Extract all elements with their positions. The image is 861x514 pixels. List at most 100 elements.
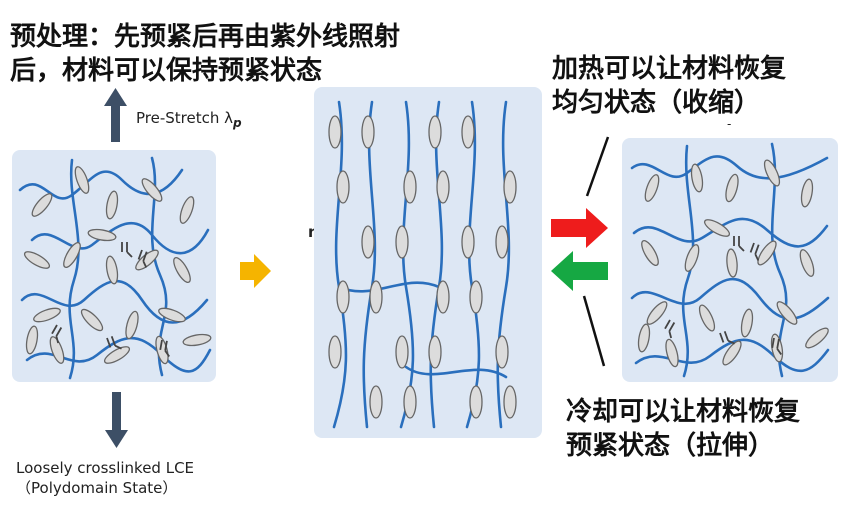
- preprocess-line-2: 后，材料可以保持预紧状态: [10, 56, 323, 86]
- mesogen: [49, 336, 65, 364]
- mesogen: [740, 308, 754, 338]
- crosslinker: [733, 236, 745, 252]
- mesogen: [690, 163, 704, 193]
- mesogen: [469, 385, 483, 419]
- mesogen: [641, 239, 659, 267]
- polydomain-line-1: Loosely crosslinked LCE: [16, 459, 195, 477]
- crosslinker: [106, 335, 122, 350]
- mesogen: [141, 178, 163, 202]
- mesogen: [725, 173, 739, 203]
- mesogen: [182, 333, 212, 347]
- mesogen: [644, 174, 660, 202]
- heating-annotation: 加热可以让材料恢复 均匀状态（收缩）: [552, 52, 786, 120]
- preprocess-line-1: 预处理：先预紧后再由紫外线照射: [10, 22, 401, 52]
- mesogen: [800, 178, 814, 208]
- mesogen: [805, 327, 829, 349]
- pre-stretch-label: Pre-Stretch λp: [136, 109, 242, 130]
- mesogen: [503, 170, 517, 204]
- mesogen: [726, 248, 738, 278]
- heating-pointer-line: [585, 136, 610, 197]
- crosslinker: [664, 319, 676, 339]
- mesogen: [461, 115, 475, 149]
- mesogen: [703, 219, 731, 237]
- heating-line-2: 均匀状态（收缩）: [552, 88, 761, 118]
- up-arrow: [104, 88, 127, 142]
- mesogen: [436, 280, 450, 314]
- programmed-network-panel: [622, 138, 838, 382]
- polymer-chain: [30, 222, 210, 255]
- polymer-chain: [404, 365, 508, 379]
- mesogen: [684, 244, 700, 272]
- mesogen: [637, 323, 651, 353]
- mesogen: [757, 240, 777, 266]
- crosslinker: [137, 249, 148, 268]
- mesogen: [25, 325, 39, 355]
- polymer-chain: [496, 100, 511, 429]
- mesogen: [105, 190, 119, 220]
- mesogen: [155, 335, 169, 365]
- mesogen: [369, 385, 383, 419]
- cooling-line-2: 预紧状态（拉伸）: [566, 431, 775, 461]
- mesogen: [799, 249, 815, 277]
- mesogen: [361, 225, 375, 259]
- polymer-chain: [68, 158, 80, 380]
- mesogen: [74, 166, 90, 194]
- partial-dash: -: [727, 117, 732, 131]
- mesogen: [763, 159, 781, 187]
- mesogen: [395, 225, 409, 259]
- mesogen: [776, 301, 798, 325]
- mesogen: [428, 335, 442, 369]
- mesogen: [80, 308, 104, 332]
- down-arrow: [105, 392, 128, 448]
- polymer-chain: [399, 100, 415, 429]
- yellow-arrow: [240, 254, 271, 288]
- mesogen: [63, 241, 81, 269]
- mesogen: [698, 304, 716, 332]
- cooling-annotation: 冷却可以让材料恢复 预紧状态（拉伸）: [566, 395, 800, 463]
- crosslinker: [51, 324, 63, 344]
- polydomain-line-2: （Polydomain State）: [16, 479, 178, 497]
- cooling-pointer-line: [582, 295, 606, 367]
- stretched-network: [328, 100, 517, 429]
- mesogen: [403, 385, 417, 419]
- mesogen: [33, 307, 61, 323]
- mesogen: [87, 228, 117, 242]
- mesogen: [328, 115, 342, 149]
- mesogen: [103, 346, 131, 364]
- mesogen: [105, 255, 119, 285]
- programmed-network: [630, 142, 830, 378]
- mesogen: [158, 307, 186, 323]
- mesogen: [436, 170, 450, 204]
- heating-line-1: 加热可以让材料恢复: [552, 54, 787, 84]
- mesogen: [395, 335, 409, 369]
- mesogen: [336, 280, 350, 314]
- mesogen: [428, 115, 442, 149]
- mesogen: [179, 196, 195, 224]
- mesogen: [173, 256, 191, 284]
- mesogen: [403, 170, 417, 204]
- mesogen: [665, 338, 679, 368]
- mesogen: [361, 115, 375, 149]
- stretched-network-panel: [314, 87, 542, 438]
- green-arrow: [551, 251, 608, 291]
- mesogen: [495, 225, 509, 259]
- polymer-chain: [632, 217, 829, 248]
- mesogen: [503, 385, 517, 419]
- polymer-chain: [681, 144, 695, 378]
- polydomain-network-panel: [12, 150, 216, 382]
- mesogen: [328, 335, 342, 369]
- mesogen: [135, 249, 159, 271]
- crosslinker: [159, 339, 170, 358]
- mesogen: [646, 301, 668, 325]
- crosslinker: [719, 330, 735, 345]
- polydomain-label: Loosely crosslinked LCE （Polydomain Stat…: [16, 458, 194, 498]
- red-arrow: [551, 208, 608, 248]
- mesogen: [336, 170, 350, 204]
- crosslinker: [121, 242, 133, 258]
- crosslinker: [749, 242, 760, 261]
- mesogen: [722, 340, 742, 366]
- mesogen: [369, 280, 383, 314]
- preprocess-annotation: 预处理：先预紧后再由紫外线照射 后，材料可以保持预紧状态: [10, 20, 400, 88]
- cooling-line-1: 冷却可以让材料恢复: [566, 397, 801, 427]
